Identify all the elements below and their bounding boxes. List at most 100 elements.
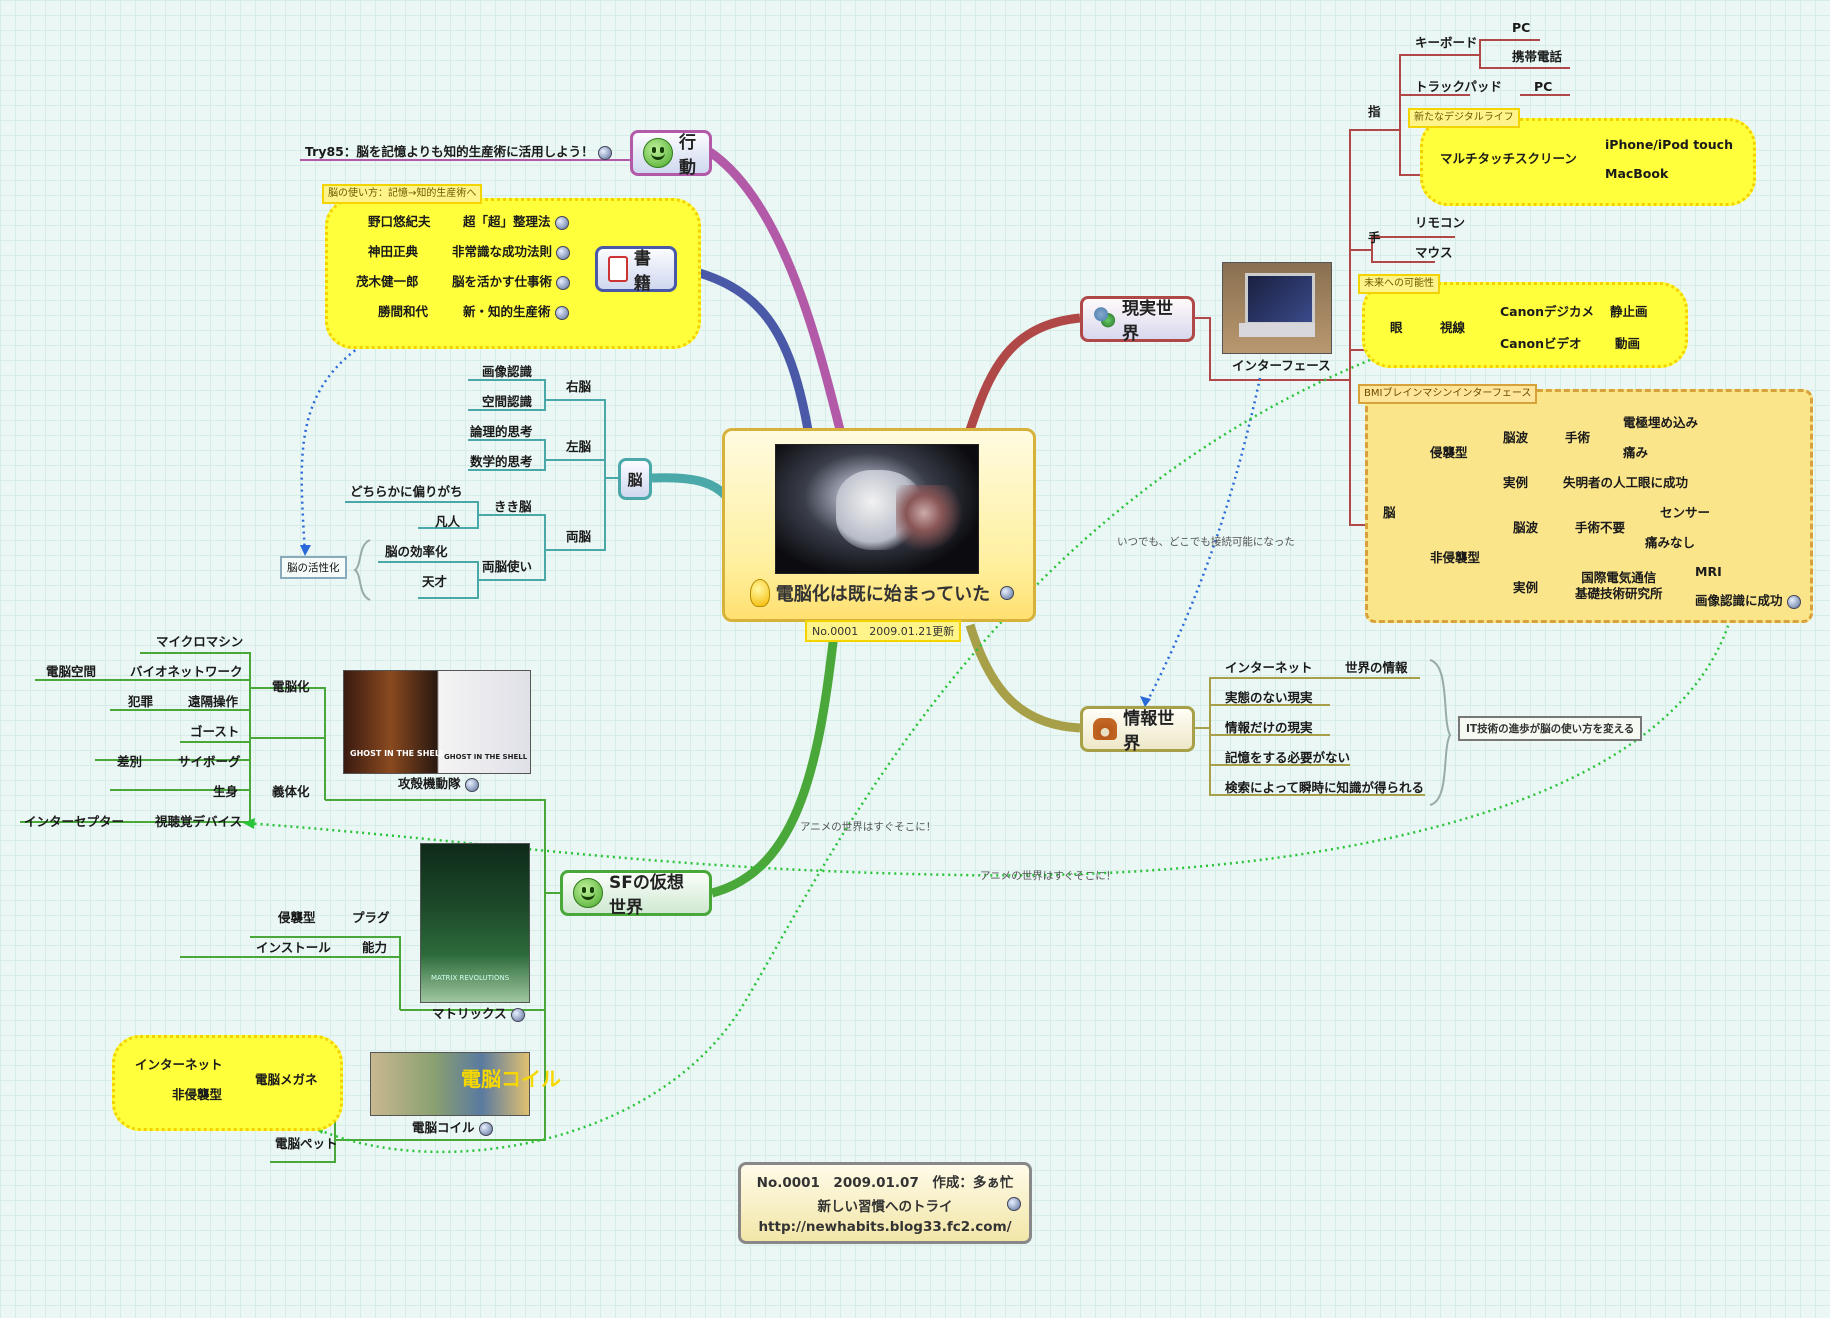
real-bmi-blind[interactable]: 失明者の人工眼に成功 [1563, 475, 1689, 490]
brain-dominant-item-1[interactable]: どちらかに偏りがち [350, 484, 463, 499]
sf-crime[interactable]: 犯罪 [128, 694, 154, 709]
real-mouse[interactable]: マウス [1415, 245, 1453, 260]
info-item-1[interactable]: インターネット [1225, 660, 1313, 675]
info-item-2[interactable]: 実態のない現実 [1225, 690, 1313, 705]
real-gaze[interactable]: 視線 [1440, 320, 1466, 335]
hyperlink-icon[interactable] [1786, 594, 1801, 609]
real-bmi-eeg2[interactable]: 脳波 [1513, 520, 1539, 535]
topic-info[interactable]: 情報世界 [1080, 706, 1195, 754]
book-author-2[interactable]: 神田正典 [368, 244, 419, 259]
book-author-1[interactable]: 野口悠紀夫 [368, 214, 431, 229]
real-canon-cam[interactable]: Canonデジカメ [1500, 304, 1594, 319]
sf-glasses[interactable]: 電脳メガネ [255, 1072, 318, 1087]
real-still[interactable]: 静止画 [1610, 304, 1648, 319]
real-pc2[interactable]: PC [1534, 79, 1553, 94]
real-keyboard[interactable]: キーボード [1415, 35, 1478, 50]
info-item-5[interactable]: 検索によって瞬時に知識が得られる [1225, 780, 1425, 795]
sf-plug[interactable]: プラグ [352, 910, 390, 925]
info-item-3[interactable]: 情報だけの現実 [1225, 720, 1313, 735]
topic-sf[interactable]: SFの仮想世界 [560, 870, 712, 918]
book-title-3[interactable]: 脳を活かす仕事術 [452, 274, 571, 290]
brain-left-item-2[interactable]: 数学的思考 [470, 454, 533, 469]
brain-activation-box[interactable]: 脳の活性化 [280, 556, 347, 579]
sf-cyberbrain-item-3[interactable]: 遠隔操作 [188, 694, 239, 709]
hyperlink-icon[interactable] [478, 1121, 493, 1136]
topic-books[interactable]: 書籍 [595, 246, 677, 294]
real-trackpad[interactable]: トラックパッド [1415, 79, 1502, 94]
real-canon-video[interactable]: Canonビデオ [1500, 336, 1582, 351]
real-remote[interactable]: リモコン [1415, 215, 1466, 230]
hyperlink-icon[interactable] [1000, 586, 1014, 600]
real-bmi-atr[interactable]: 国際電気通信 基礎技術研究所 [1575, 570, 1663, 601]
hyperlink-icon[interactable] [556, 245, 571, 260]
matrix-title[interactable]: マトリックス [432, 1006, 525, 1022]
brain-right-item-1[interactable]: 画像認識 [482, 364, 533, 379]
real-bmi-noninvasive[interactable]: 非侵襲型 [1430, 550, 1481, 565]
book-title-2[interactable]: 非常識な成功法則 [452, 244, 571, 260]
gits-title[interactable]: 攻殻機動隊 [398, 776, 479, 792]
real-bmi-example2[interactable]: 実例 [1513, 580, 1539, 595]
real-pc[interactable]: PC [1512, 20, 1531, 35]
brain-right-item-2[interactable]: 空間認識 [482, 394, 533, 409]
sf-prosthetic[interactable]: 義体化 [272, 784, 310, 799]
real-hand[interactable]: 手 [1368, 230, 1381, 245]
book-title-1[interactable]: 超「超」整理法 [463, 214, 569, 230]
hyperlink-icon[interactable] [464, 777, 479, 792]
hyperlink-icon[interactable] [1007, 1197, 1021, 1211]
real-bmi-surgery[interactable]: 手術 [1565, 430, 1591, 445]
sf-interceptor[interactable]: インターセプター [24, 814, 125, 829]
real-bmi-brain[interactable]: 脳 [1383, 505, 1396, 520]
brain-both[interactable]: 両脳 [566, 529, 592, 544]
book-title-4[interactable]: 新・知的生産術 [463, 304, 569, 320]
sf-av-device[interactable]: 視聴覚デバイス [155, 814, 243, 829]
sf-discrimination[interactable]: 差別 [117, 754, 143, 769]
brain-ambi-item-2[interactable]: 天才 [422, 574, 448, 589]
real-bmi-sensor[interactable]: センサー [1660, 505, 1711, 520]
hyperlink-icon[interactable] [554, 215, 569, 230]
action-try85[interactable]: Try85：脳を記憶よりも知的生産術に活用しよう！ [305, 144, 612, 160]
central-topic[interactable]: 電脳化は既に始まっていた [722, 428, 1036, 622]
brain-dominant-item-2[interactable]: 凡人 [435, 514, 461, 529]
sf-internet[interactable]: インターネット [135, 1057, 223, 1072]
real-bmi-eeg[interactable]: 脳波 [1503, 430, 1529, 445]
real-interface[interactable]: インターフェース [1232, 358, 1331, 373]
info-summary-box[interactable]: IT技術の進歩が脳の使い方を変える [1458, 716, 1643, 741]
topic-brain[interactable]: 脳 [618, 458, 652, 500]
real-eye[interactable]: 眼 [1390, 320, 1403, 335]
sf-cyberbrain-item-1[interactable]: マイクロマシン [156, 634, 244, 649]
real-bmi-electrode[interactable]: 電極埋め込み [1623, 415, 1699, 430]
hyperlink-icon[interactable] [556, 275, 571, 290]
sf-cyberbrain[interactable]: 電脳化 [272, 679, 310, 694]
real-bmi-image-rec[interactable]: 画像認識に成功 [1695, 593, 1801, 609]
sf-pet[interactable]: 電脳ペット [275, 1136, 338, 1151]
real-bmi-no-surgery[interactable]: 手術不要 [1575, 520, 1626, 535]
topic-real[interactable]: 現実世界 [1080, 296, 1195, 344]
hyperlink-icon[interactable] [510, 1007, 525, 1022]
sf-ability[interactable]: 能力 [362, 940, 388, 955]
info-item-4[interactable]: 記憶をする必要がない [1225, 750, 1351, 765]
sf-cyberbrain-item-4[interactable]: ゴースト [190, 724, 240, 739]
sf-living[interactable]: 生身 [213, 784, 239, 799]
hyperlink-icon[interactable] [554, 305, 569, 320]
real-multitouch[interactable]: マルチタッチスクリーン [1440, 151, 1577, 166]
sf-cyberbrain-item-2[interactable]: バイオネットワーク [130, 664, 243, 679]
brain-ambi-item-1[interactable]: 脳の効率化 [385, 544, 448, 559]
coil-title[interactable]: 電脳コイル [412, 1120, 493, 1136]
real-bmi-pain[interactable]: 痛み [1623, 445, 1649, 460]
real-phone[interactable]: 携帯電話 [1512, 49, 1563, 64]
topic-action[interactable]: 行動 [630, 130, 712, 178]
info-world-info[interactable]: 世界の情報 [1345, 660, 1408, 675]
book-author-4[interactable]: 勝間和代 [378, 304, 429, 319]
brain-ambi[interactable]: 両脳使い [482, 559, 533, 574]
real-bmi-example[interactable]: 実例 [1503, 475, 1529, 490]
real-finger[interactable]: 指 [1368, 104, 1381, 119]
footer-url[interactable]: http://newhabits.blog33.fc2.com/ [758, 1219, 1012, 1235]
sf-install[interactable]: インストール [256, 940, 331, 955]
brain-left-item-1[interactable]: 論理的思考 [470, 424, 533, 439]
real-bmi-invasive[interactable]: 侵襲型 [1430, 445, 1468, 460]
brain-dominant[interactable]: きき脳 [494, 499, 532, 514]
real-bmi-no-pain[interactable]: 痛みなし [1645, 535, 1696, 550]
real-macbook[interactable]: MacBook [1605, 166, 1669, 181]
sf-cyberspace[interactable]: 電脳空間 [46, 664, 97, 679]
sf-cyborg[interactable]: サイボーグ [178, 754, 241, 769]
